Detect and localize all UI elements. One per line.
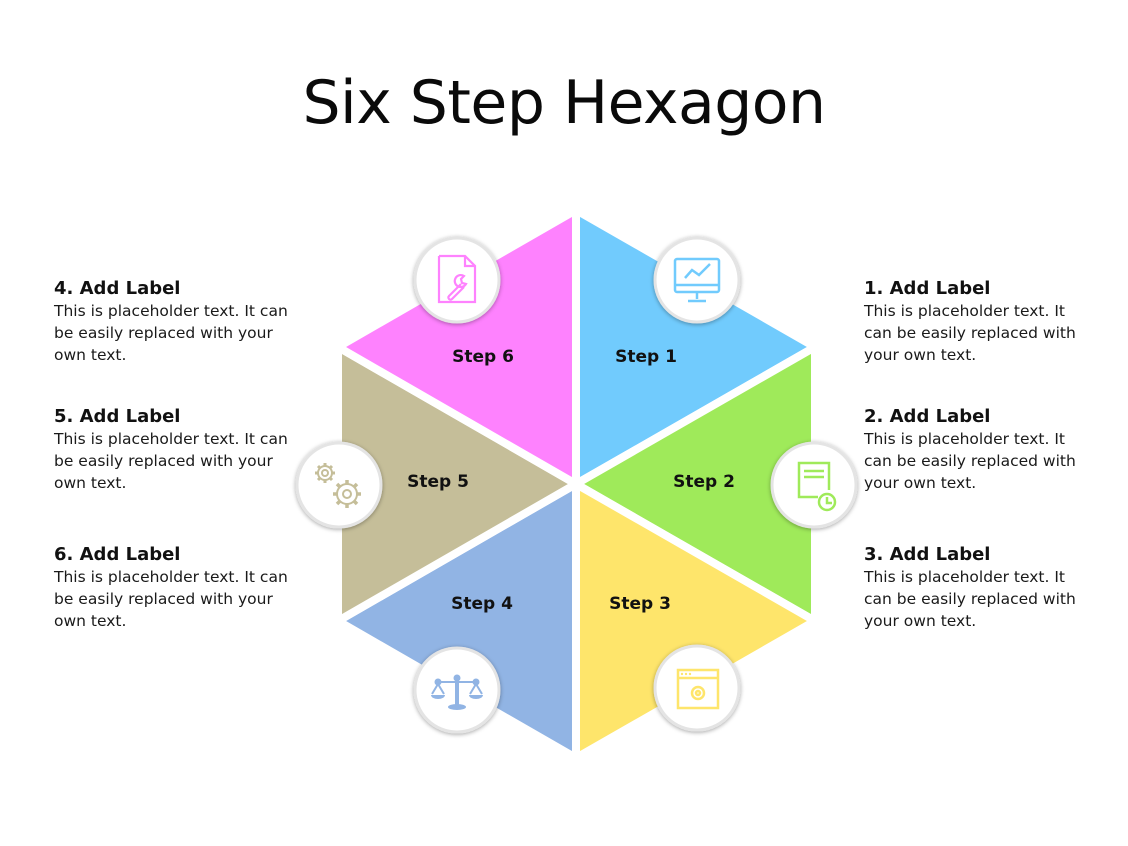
step-5-label: Step 5 bbox=[407, 472, 469, 492]
balance-scale-icon bbox=[431, 674, 483, 710]
description-line: be easily replaced with your bbox=[54, 324, 273, 342]
icon-circle-step-1 bbox=[653, 236, 741, 324]
description-line: your own text. bbox=[864, 612, 977, 630]
monitor-chart-icon bbox=[673, 257, 721, 303]
icon-circle-step-3 bbox=[653, 644, 741, 732]
description-step-4: 4. Add Label This is placeholder text. I… bbox=[54, 278, 289, 366]
document-clock-icon bbox=[797, 461, 837, 512]
description-line: own text. bbox=[54, 346, 127, 364]
description-step-6: 6. Add Label This is placeholder text. I… bbox=[54, 544, 289, 632]
step-2-label: Step 2 bbox=[673, 472, 735, 492]
description-line: your own text. bbox=[864, 346, 977, 364]
description-heading: 2. Add Label bbox=[864, 406, 991, 427]
description-line: This is placeholder text. It can bbox=[54, 430, 288, 448]
description-line: This is placeholder text. It bbox=[864, 568, 1065, 586]
description-heading: 3. Add Label bbox=[864, 544, 991, 565]
step-1-label: Step 1 bbox=[615, 347, 677, 367]
step-3-label: Step 3 bbox=[609, 594, 671, 614]
icon-circle-step-5 bbox=[295, 441, 383, 529]
slide-title: Six Step Hexagon bbox=[302, 68, 826, 138]
description-line: This is placeholder text. It bbox=[864, 430, 1065, 448]
description-line: own text. bbox=[54, 612, 127, 630]
description-line: can be easily replaced with bbox=[864, 452, 1076, 470]
gears-icon bbox=[315, 463, 361, 508]
description-step-2: 2. Add Label This is placeholder text. I… bbox=[864, 406, 1099, 494]
step-6-label: Step 6 bbox=[452, 347, 514, 367]
description-line: can be easily replaced with bbox=[864, 324, 1076, 342]
document-wrench-icon bbox=[437, 254, 477, 304]
description-step-5: 5. Add Label This is placeholder text. I… bbox=[54, 406, 289, 494]
description-line: can be easily replaced with bbox=[864, 590, 1076, 608]
description-step-3: 3. Add Label This is placeholder text. I… bbox=[864, 544, 1099, 632]
description-heading: 5. Add Label bbox=[54, 406, 181, 427]
description-line: your own text. bbox=[864, 474, 977, 492]
description-step-1: 1. Add Label This is placeholder text. I… bbox=[864, 278, 1099, 366]
description-heading: 4. Add Label bbox=[54, 278, 181, 299]
step-4-label: Step 4 bbox=[451, 594, 513, 614]
description-heading: 6. Add Label bbox=[54, 544, 181, 565]
description-line: be easily replaced with your bbox=[54, 452, 273, 470]
browser-settings-icon bbox=[676, 668, 720, 710]
icon-circle-step-4 bbox=[413, 646, 501, 734]
description-line: This is placeholder text. It can bbox=[54, 302, 288, 320]
icon-circle-step-2 bbox=[770, 441, 858, 529]
description-line: This is placeholder text. It can bbox=[54, 568, 288, 586]
description-line: own text. bbox=[54, 474, 127, 492]
icon-circle-step-6 bbox=[413, 236, 501, 324]
description-line: This is placeholder text. It bbox=[864, 302, 1065, 320]
description-heading: 1. Add Label bbox=[864, 278, 991, 299]
description-line: be easily replaced with your bbox=[54, 590, 273, 608]
